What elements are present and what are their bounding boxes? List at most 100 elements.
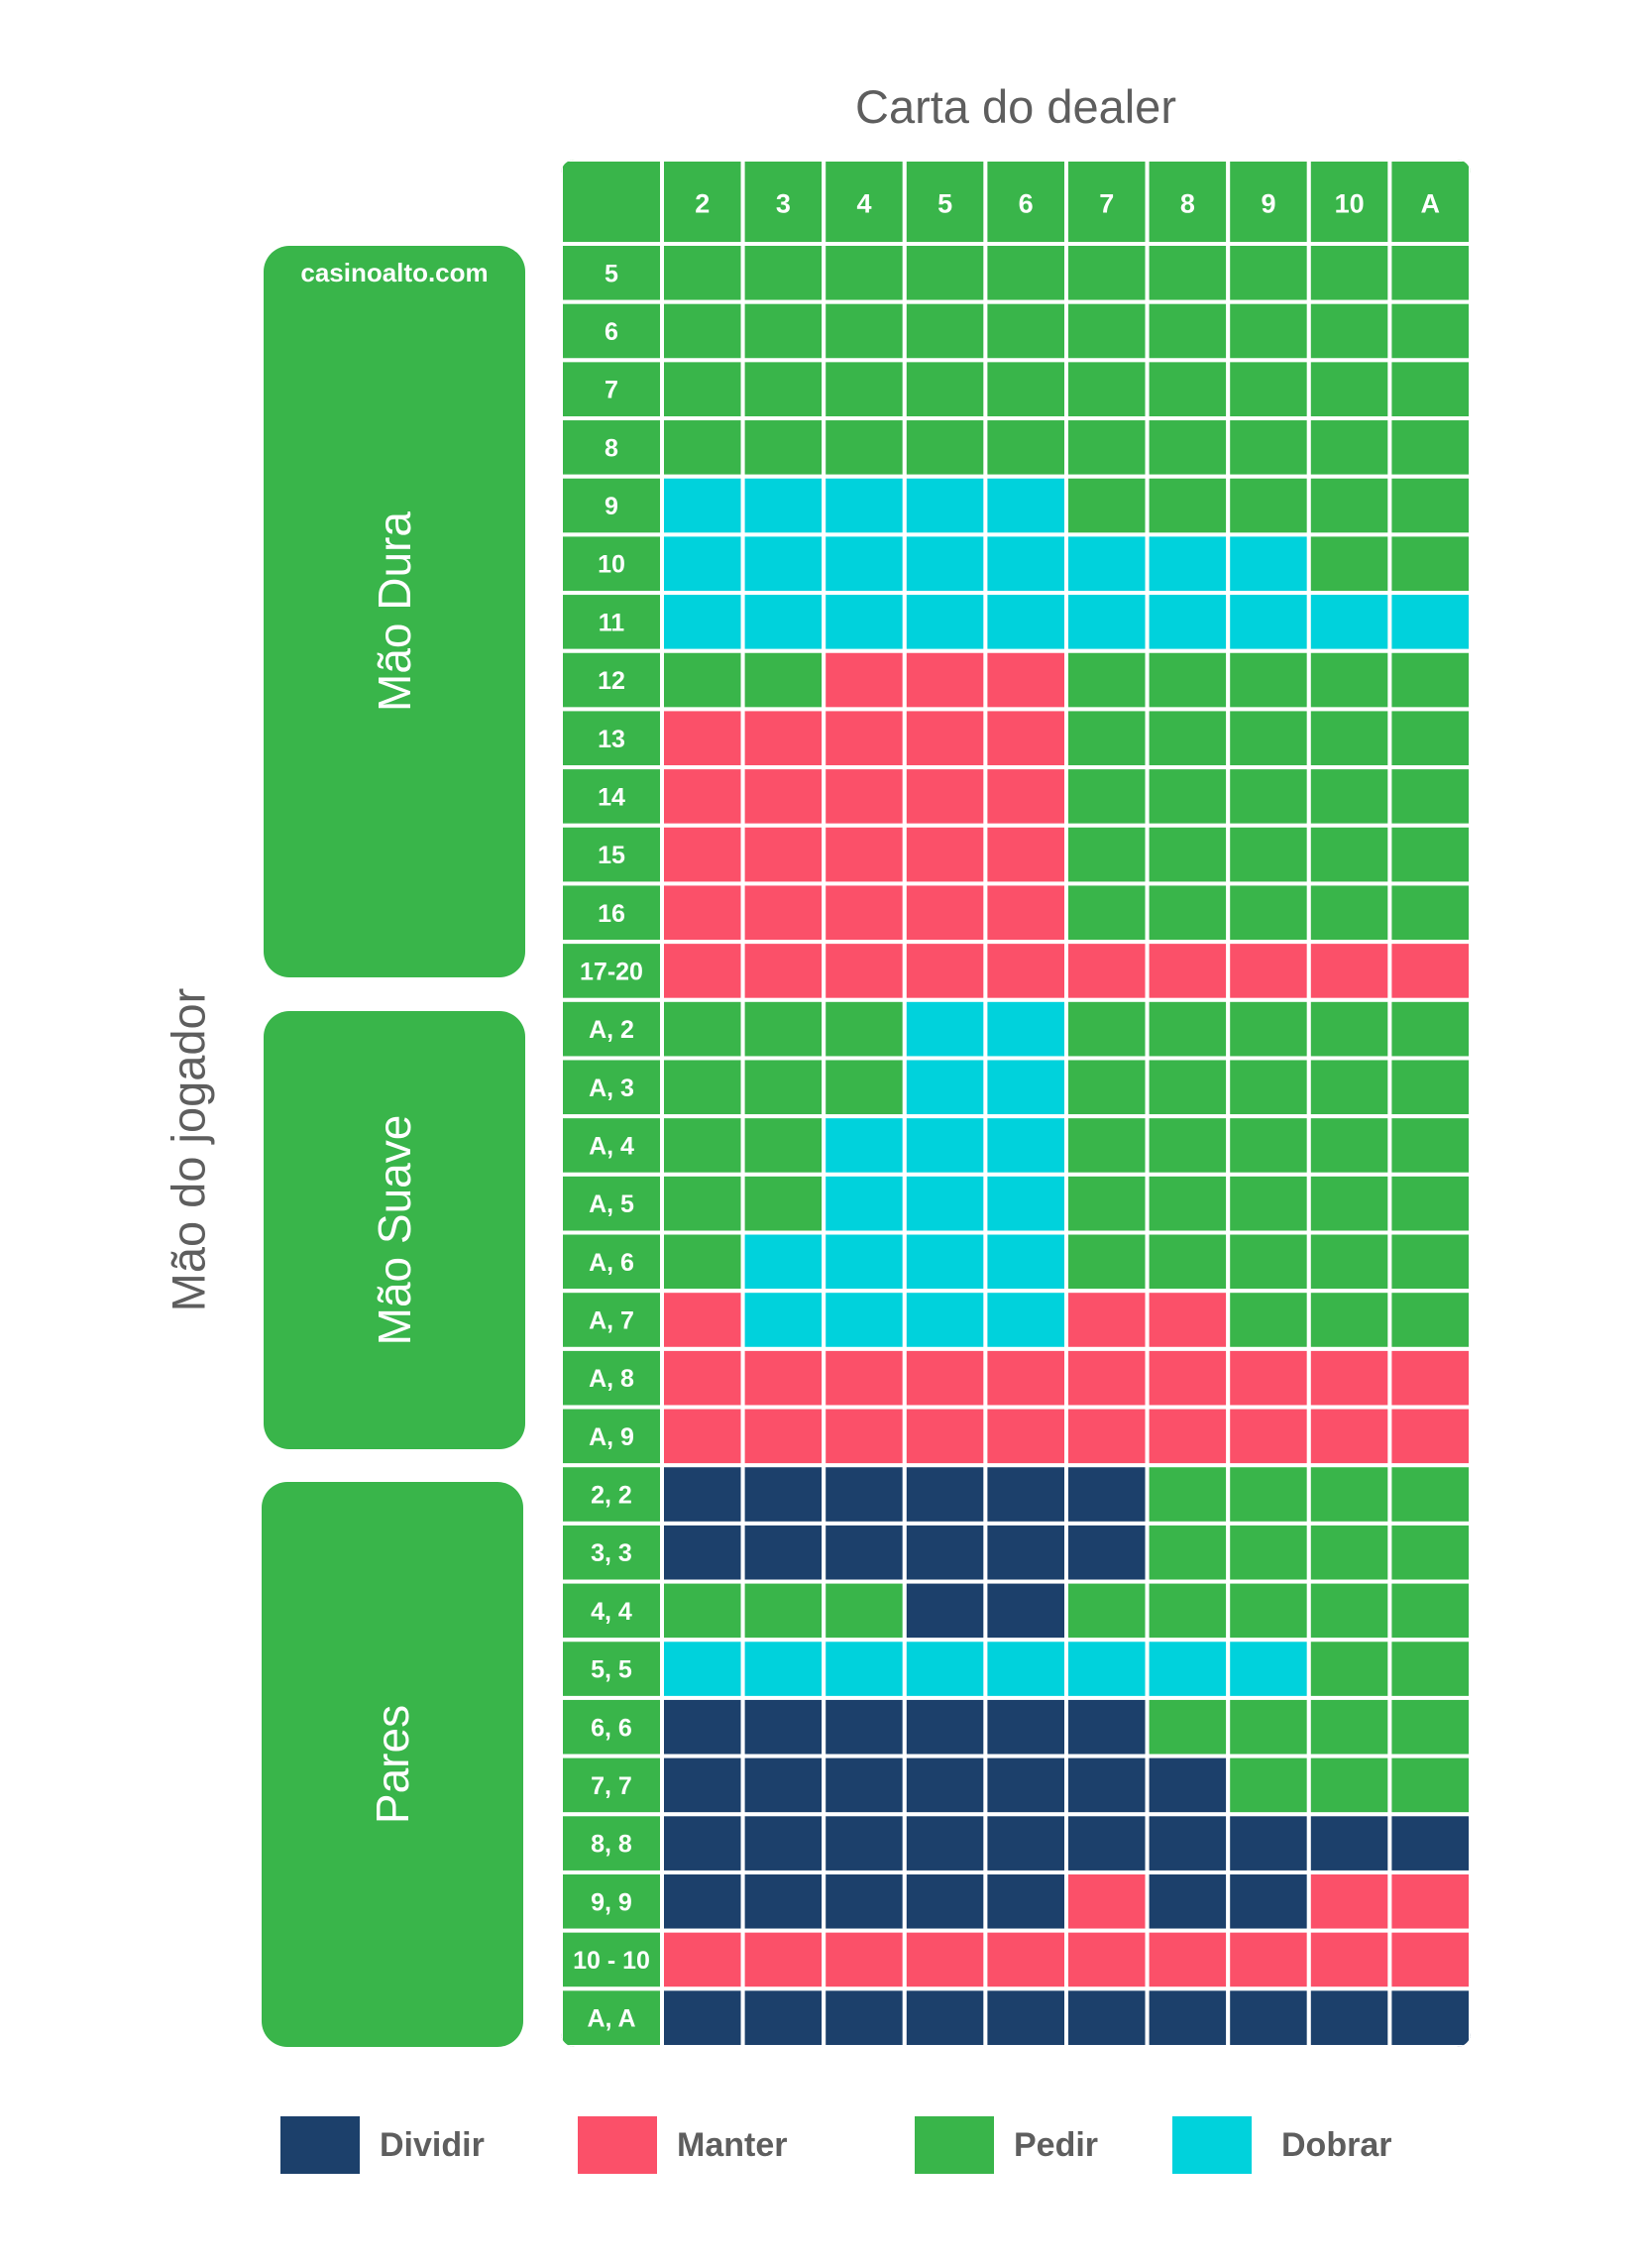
action-cell-D bbox=[1145, 1870, 1231, 1933]
action-cell-S bbox=[740, 1405, 826, 1468]
player-hand-label: A, 4 bbox=[589, 1133, 634, 1161]
action-cell-H bbox=[1306, 765, 1392, 828]
action-cell-D bbox=[983, 1870, 1069, 1933]
dealer-card-label: 9 bbox=[1261, 189, 1275, 219]
action-cell-X bbox=[1145, 591, 1231, 653]
action-cell-S bbox=[1145, 1289, 1231, 1351]
action-cell-H bbox=[1064, 358, 1150, 421]
player-hand-label: 12 bbox=[598, 667, 625, 695]
player-hand-label: 7, 7 bbox=[591, 1772, 632, 1800]
dealer-card-label: 3 bbox=[776, 189, 791, 219]
action-cell-D bbox=[822, 1812, 907, 1874]
player-hand-label-cell bbox=[561, 242, 664, 304]
action-cell-H bbox=[1145, 1172, 1231, 1235]
action-cell-D bbox=[660, 1695, 745, 1758]
action-cell-D bbox=[740, 1463, 826, 1526]
action-cell-S bbox=[1064, 1289, 1150, 1351]
action-cell-H bbox=[1064, 997, 1150, 1061]
legend-swatch-hit bbox=[915, 2116, 994, 2174]
watermark-text: casinoalto.com bbox=[300, 258, 489, 287]
action-cell-S bbox=[822, 881, 907, 945]
action-cell-H bbox=[1306, 1521, 1392, 1584]
action-cell-H bbox=[740, 1056, 826, 1119]
action-cell-H bbox=[1064, 299, 1150, 363]
action-cell-D bbox=[1306, 1986, 1392, 2047]
action-cell-S bbox=[822, 648, 907, 712]
action-cell-H bbox=[1306, 1056, 1392, 1119]
action-cell-H bbox=[1387, 242, 1471, 304]
action-cell-H bbox=[1306, 1695, 1392, 1758]
action-cell-H bbox=[1226, 1695, 1311, 1758]
action-cell-X bbox=[902, 1230, 988, 1294]
action-cell-H bbox=[1226, 474, 1311, 537]
action-cell-D bbox=[1064, 1754, 1150, 1817]
action-cell-S bbox=[902, 823, 988, 886]
action-cell-D bbox=[1064, 1986, 1150, 2047]
legend-label-hit: Pedir bbox=[1014, 2126, 1099, 2164]
legend-label-double: Dobrar bbox=[1281, 2126, 1392, 2164]
action-cell-S bbox=[1226, 940, 1311, 1002]
action-cell-X bbox=[902, 532, 988, 596]
action-cell-H bbox=[660, 1114, 745, 1177]
action-cell-H bbox=[1387, 1521, 1471, 1584]
player-hand-label: 3, 3 bbox=[591, 1539, 632, 1567]
action-cell-H bbox=[1387, 532, 1471, 596]
action-cell-S bbox=[902, 881, 988, 945]
action-cell-S bbox=[660, 940, 745, 1002]
legend-swatch-stand bbox=[578, 2116, 657, 2174]
dealer-card-label: 7 bbox=[1099, 189, 1114, 219]
action-cell-H bbox=[822, 242, 907, 304]
action-cell-D bbox=[1226, 1870, 1311, 1933]
action-cell-H bbox=[1306, 823, 1392, 886]
action-cell-H bbox=[1064, 1114, 1150, 1177]
player-hand-label: 7 bbox=[605, 377, 618, 404]
action-cell-D bbox=[1064, 1463, 1150, 1526]
action-cell-S bbox=[660, 1405, 745, 1468]
action-cell-D bbox=[1064, 1695, 1150, 1758]
action-cell-D bbox=[660, 1521, 745, 1584]
action-cell-D bbox=[902, 1695, 988, 1758]
player-hand-label-cell bbox=[561, 358, 664, 421]
action-cell-D bbox=[660, 1986, 745, 2047]
action-cell-D bbox=[740, 1695, 826, 1758]
action-cell-D bbox=[902, 1870, 988, 1933]
player-hand-label-cell bbox=[561, 997, 664, 1061]
player-hand-label: 9 bbox=[605, 493, 618, 520]
action-cell-X bbox=[822, 1638, 907, 1700]
action-cell-H bbox=[1226, 1521, 1311, 1584]
action-cell-D bbox=[1226, 1812, 1311, 1874]
action-cell-D bbox=[983, 1579, 1069, 1643]
action-cell-X bbox=[660, 591, 745, 653]
action-cell-D bbox=[660, 1812, 745, 1874]
action-cell-H bbox=[740, 1114, 826, 1177]
action-cell-D bbox=[983, 1986, 1069, 2047]
action-cell-H bbox=[1306, 1579, 1392, 1643]
player-hand-label: 6 bbox=[605, 318, 618, 346]
action-cell-S bbox=[1387, 1346, 1471, 1410]
action-cell-S bbox=[983, 823, 1069, 886]
action-cell-X bbox=[822, 474, 907, 537]
action-cell-D bbox=[1145, 1812, 1231, 1874]
action-cell-H bbox=[1226, 1754, 1311, 1817]
action-cell-H bbox=[740, 416, 826, 479]
action-cell-H bbox=[1145, 1056, 1231, 1119]
action-cell-H bbox=[660, 1579, 745, 1643]
action-cell-S bbox=[822, 940, 907, 1002]
dealer-card-label: 4 bbox=[856, 189, 871, 219]
action-cell-D bbox=[740, 1754, 826, 1817]
action-cell-H bbox=[1387, 1754, 1471, 1817]
player-hand-label-cell bbox=[561, 881, 664, 945]
action-cell-X bbox=[1064, 591, 1150, 653]
action-cell-H bbox=[1145, 299, 1231, 363]
action-cell-H bbox=[1226, 707, 1311, 770]
action-cell-D bbox=[1387, 1812, 1471, 1874]
action-cell-X bbox=[660, 532, 745, 596]
action-cell-H bbox=[660, 299, 745, 363]
action-cell-H bbox=[1387, 997, 1471, 1061]
action-cell-H bbox=[660, 997, 745, 1061]
action-cell-H bbox=[822, 416, 907, 479]
action-cell-S bbox=[740, 881, 826, 945]
action-cell-H bbox=[1387, 416, 1471, 479]
action-cell-X bbox=[1226, 1638, 1311, 1700]
action-cell-H bbox=[1226, 765, 1311, 828]
